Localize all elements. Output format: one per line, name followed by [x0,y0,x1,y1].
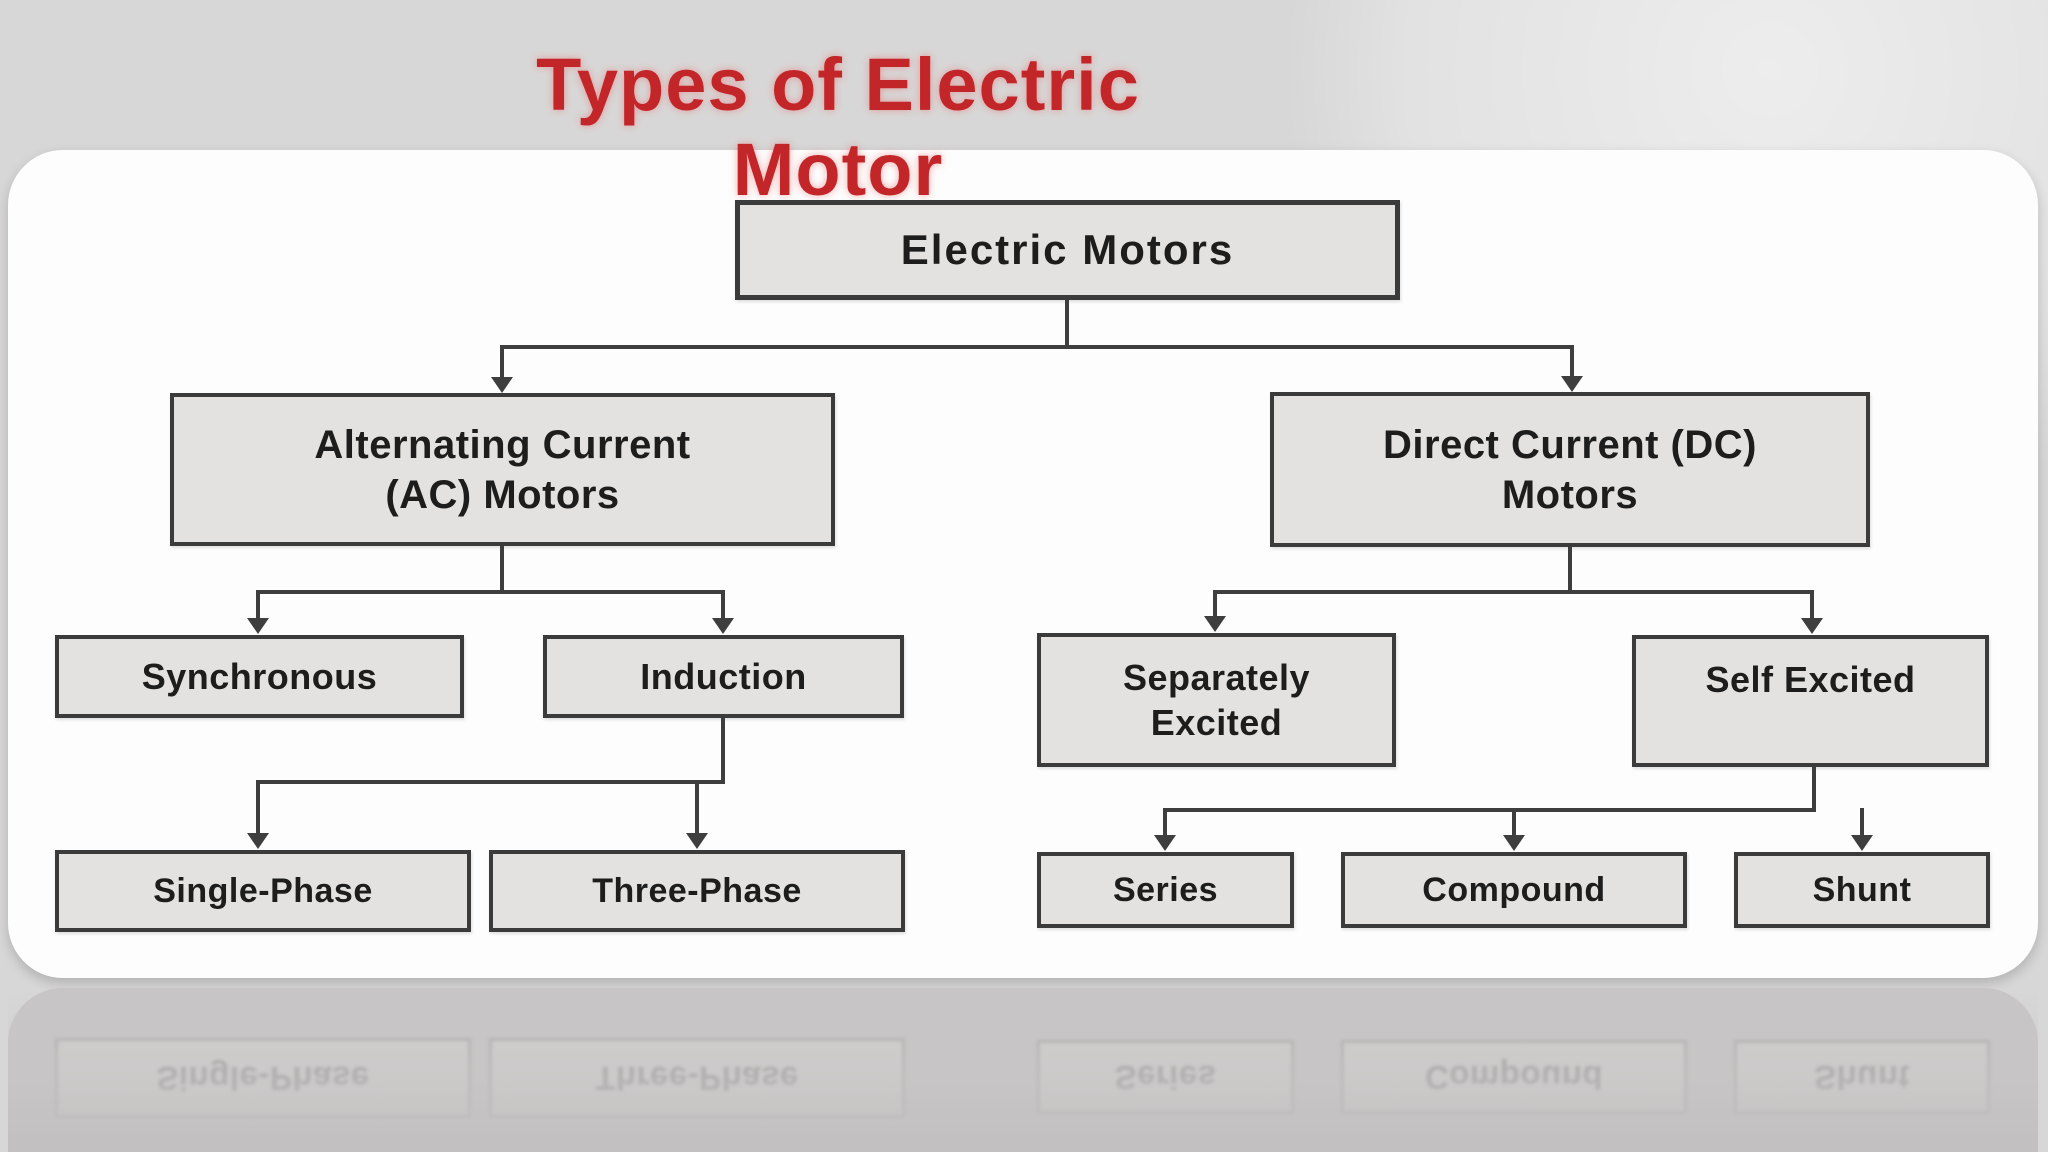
node-shunt: Shunt [1734,852,1990,928]
page-title: Types of Electric Motor [536,43,1140,211]
node-three-phase: Three-Phase [489,850,905,932]
node-separately-excited: Separately Excited [1037,633,1396,767]
node-compound: Compound [1341,852,1687,928]
node-single-phase: Single-Phase [55,850,471,932]
node-self-excited: Self Excited [1632,635,1989,767]
node-ac-motors: Alternating Current (AC) Motors [170,393,835,546]
node-induction: Induction [543,635,904,718]
node-series: Series [1037,852,1294,928]
node-dc-motors: Direct Current (DC) Motors [1270,392,1870,547]
reflection-fade-overlay [8,988,2038,1152]
node-synchronous: Synchronous [55,635,464,718]
node-electric-motors: Electric Motors [735,200,1400,300]
